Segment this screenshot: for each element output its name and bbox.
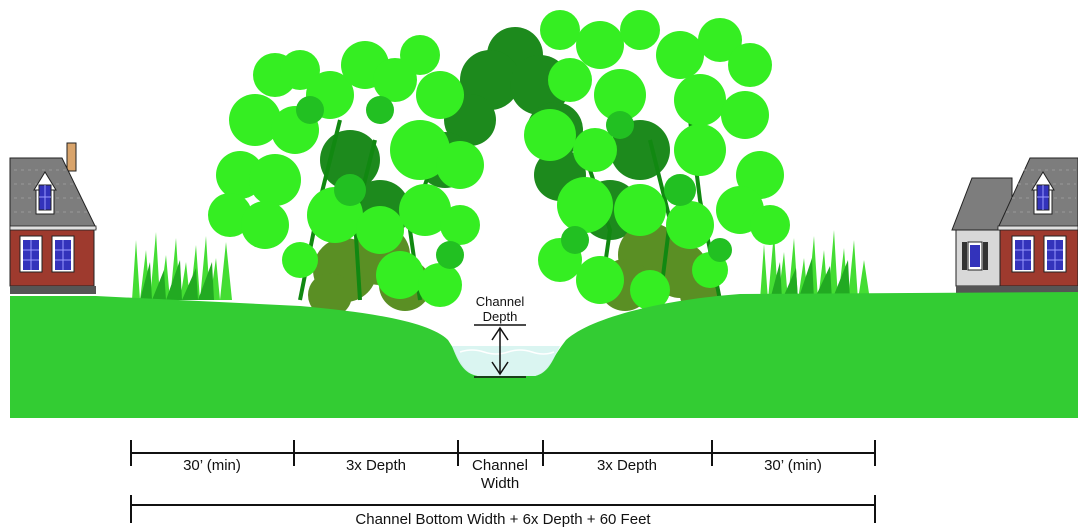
grass-left <box>132 232 232 300</box>
right-house <box>952 158 1078 294</box>
total-width-label: Channel Bottom Width + 6x Depth + 60 Fee… <box>355 511 651 528</box>
channel-depth-label-line1: Channel <box>476 294 525 309</box>
right-house-window-2 <box>1044 236 1066 272</box>
left-house-window-1 <box>20 236 42 272</box>
right-house-side-window <box>962 242 988 270</box>
segment-label-channel-line1: Channel <box>472 457 528 474</box>
segment-label-channel-line2: Width <box>481 475 519 492</box>
left-house-window-2 <box>52 236 74 272</box>
segment-dimension-line: 30’ (min) 3x Depth Channel Width 3x Dept… <box>131 440 875 492</box>
left-house <box>10 143 96 294</box>
segment-label-left-depth: 3x Depth <box>346 457 406 474</box>
left-house-chimney <box>67 143 76 171</box>
right-house-window-1 <box>1012 236 1034 272</box>
channel-depth-label-line2: Depth <box>483 309 518 324</box>
total-dimension-line: Channel Bottom Width + 6x Depth + 60 Fee… <box>131 495 875 528</box>
segment-label-right-depth: 3x Depth <box>597 457 657 474</box>
segment-label-left-buffer: 30’ (min) <box>183 457 241 474</box>
segment-label-right-buffer: 30’ (min) <box>764 457 822 474</box>
